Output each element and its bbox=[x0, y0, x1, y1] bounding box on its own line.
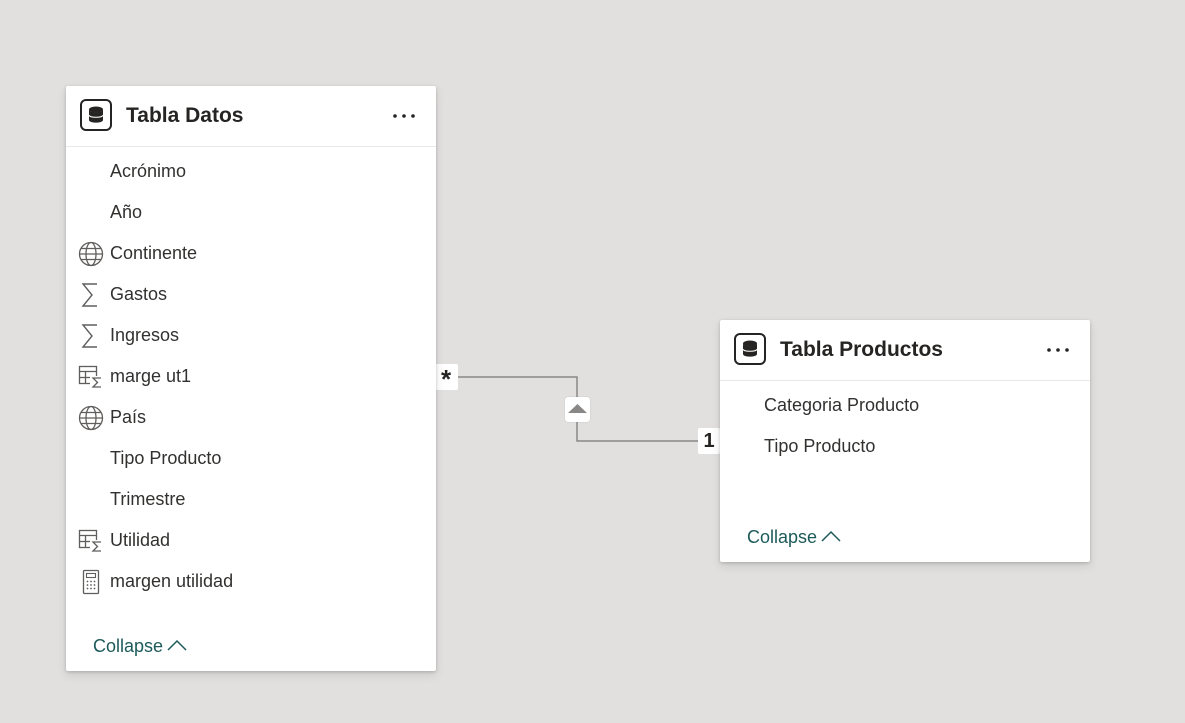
field-label: Utilidad bbox=[110, 530, 171, 550]
table-title: Tabla Datos bbox=[126, 104, 244, 127]
field-row[interactable]: Tipo Producto bbox=[720, 426, 1090, 467]
sigma-icon bbox=[78, 282, 104, 308]
table-card-header: Tabla Productos bbox=[720, 320, 1090, 381]
cardinality-many-label: * bbox=[434, 364, 458, 394]
field-row[interactable]: Tipo Producto bbox=[66, 438, 436, 479]
field-label: Gastos bbox=[110, 284, 168, 304]
field-label: Tipo Producto bbox=[764, 436, 876, 456]
table-card-header: Tabla Datos bbox=[66, 86, 436, 147]
field-row[interactable]: Gastos bbox=[66, 274, 436, 315]
more-options-icon[interactable] bbox=[390, 102, 418, 130]
field-row[interactable]: Ingresos bbox=[66, 315, 436, 356]
field-label: Categoria Producto bbox=[764, 395, 920, 415]
table-card-datos[interactable]: Tabla Datos Acrónimo Año bbox=[66, 86, 436, 671]
collapse-label: Collapse bbox=[747, 527, 818, 547]
table-card-productos[interactable]: Tabla Productos Categoria Producto Tipo … bbox=[720, 320, 1090, 562]
calculated-table-icon bbox=[78, 364, 104, 390]
field-row[interactable]: Continente bbox=[66, 233, 436, 274]
chevron-up-icon bbox=[821, 531, 841, 542]
field-row[interactable]: Acrónimo bbox=[66, 151, 436, 192]
globe-icon bbox=[78, 241, 104, 267]
database-icon bbox=[734, 333, 766, 365]
cross-filter-direction-icon[interactable] bbox=[565, 397, 590, 422]
field-row[interactable]: País bbox=[66, 397, 436, 438]
field-row[interactable]: Categoria Producto bbox=[720, 385, 1090, 426]
field-label: Tipo Producto bbox=[110, 448, 222, 468]
cardinality-one-label: 1 bbox=[698, 428, 720, 454]
database-icon bbox=[80, 99, 112, 131]
more-options-icon[interactable] bbox=[1044, 336, 1072, 364]
field-label: Acrónimo bbox=[110, 161, 187, 181]
collapse-label: Collapse bbox=[93, 636, 164, 656]
globe-icon bbox=[78, 405, 104, 431]
field-label: margen utilidad bbox=[110, 571, 234, 591]
field-row[interactable]: Utilidad bbox=[66, 520, 436, 561]
field-label: Año bbox=[110, 202, 143, 222]
calculated-table-icon bbox=[78, 528, 104, 554]
calculator-icon bbox=[78, 569, 104, 595]
field-label: País bbox=[110, 407, 147, 427]
table-title: Tabla Productos bbox=[780, 338, 943, 361]
field-row[interactable]: Año bbox=[66, 192, 436, 233]
field-row[interactable]: marge ut1 bbox=[66, 356, 436, 397]
field-label: Trimestre bbox=[110, 489, 186, 509]
field-row[interactable]: margen utilidad bbox=[66, 561, 436, 602]
field-row[interactable]: Trimestre bbox=[66, 479, 436, 520]
field-label: Continente bbox=[110, 243, 198, 263]
chevron-up-icon bbox=[167, 640, 187, 651]
collapse-button[interactable]: Collapse bbox=[93, 636, 187, 657]
field-label: Ingresos bbox=[110, 325, 180, 345]
collapse-button[interactable]: Collapse bbox=[747, 527, 841, 548]
sigma-icon bbox=[78, 323, 104, 349]
field-label: marge ut1 bbox=[110, 366, 192, 386]
field-list: Categoria Producto Tipo Producto bbox=[720, 385, 1090, 467]
field-list: Acrónimo Año Continente bbox=[66, 151, 436, 602]
